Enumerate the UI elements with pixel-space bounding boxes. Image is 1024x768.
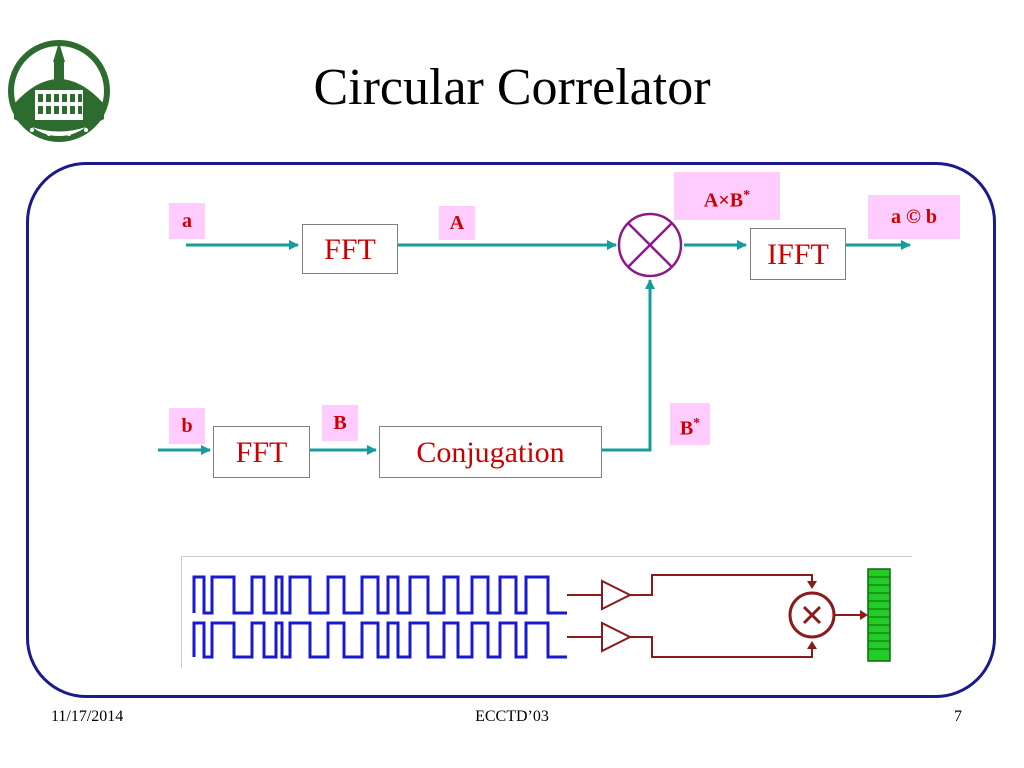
fft-block-top: FFT [302, 224, 398, 274]
tag-input-a: a [169, 203, 205, 239]
waveform-top [192, 575, 567, 615]
conjugation-block: Conjugation [379, 426, 602, 478]
university-seal-icon [8, 40, 110, 142]
buffer-bottom-icon [601, 621, 633, 653]
buffer-top-icon [601, 579, 633, 611]
tag-conjugate-mark: * [693, 416, 701, 431]
ifft-block: IFFT [750, 228, 846, 280]
tag-product-mark: * [743, 188, 751, 203]
fft-block-bottom: FFT [213, 426, 310, 478]
tag-spectrum-B: B [322, 405, 358, 441]
slide-title: Circular Correlator [313, 59, 711, 116]
tag-input-b: b [169, 408, 205, 444]
footer-page-number: 7 [954, 708, 962, 725]
register-icon [867, 568, 891, 662]
waveform-correlator-illustration [192, 568, 891, 662]
diagram-frame [26, 162, 996, 698]
tag-product-base: A×B [703, 189, 744, 212]
hardware-illustration [181, 556, 912, 668]
tag-conjugate-base: B [679, 417, 694, 440]
footer-center: ECCTD’03 [475, 708, 549, 725]
multiplier-icon [617, 212, 683, 278]
footer-date: 11/17/2014 [51, 708, 124, 725]
tag-conjugate-B: B* [670, 403, 710, 445]
waveform-bottom [192, 621, 567, 659]
arrow-conjugation-to-multiplier [602, 279, 655, 452]
tag-product: A×B* [674, 172, 780, 220]
tag-spectrum-A: A [439, 206, 475, 240]
tag-output: a © b [868, 195, 960, 239]
